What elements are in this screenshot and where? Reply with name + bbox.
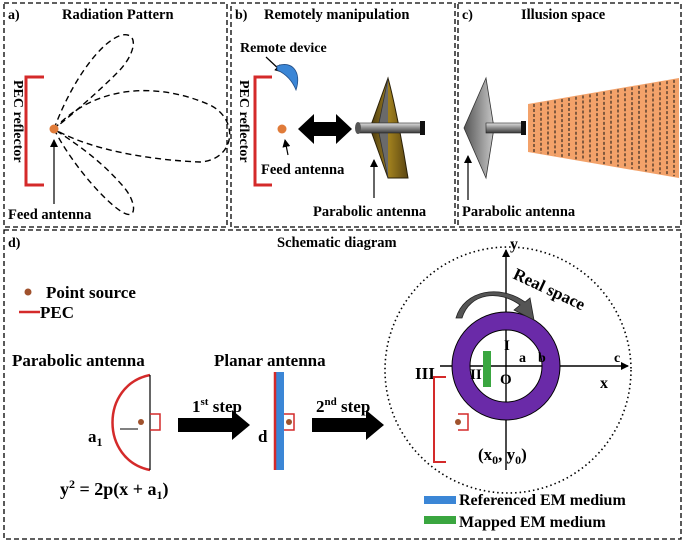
feed-antenna-source-b (277, 124, 287, 134)
panel-b-label: b) (235, 8, 248, 23)
feed-antenna-label: Feed antenna (8, 207, 92, 223)
real-space-boundary (384, 246, 632, 494)
panel-b: b) Remotely manipulation Remote device P… (230, 2, 456, 228)
panel-a: a) Radiation Pattern PEC reflector Feed … (3, 2, 231, 228)
label-d: d (258, 427, 268, 446)
panel-a-title: Radiation Pattern (62, 7, 174, 23)
parabolic-antenna-b (355, 76, 425, 179)
illusion-space-region (528, 78, 679, 178)
region-III: III (415, 364, 435, 383)
legend-referenced-icon (424, 496, 456, 504)
parabolic-antenna-label-b: Parabolic antenna (313, 204, 427, 220)
pec-reflector-label-b: PEC reflector (236, 80, 251, 163)
x-axis-label: x (600, 375, 608, 392)
legend-point-source-icon (24, 288, 32, 296)
point-source-planar (286, 419, 292, 425)
panel-c-title: Illusion space (521, 7, 606, 23)
referenced-em-medium-slab (275, 372, 284, 470)
point-source-parabolic (138, 419, 144, 425)
pec-reflector-bracket (24, 75, 44, 187)
origin-label: O (500, 372, 512, 388)
annular-ring-region (452, 312, 560, 420)
legend-mapped-icon (424, 516, 456, 524)
step1-label: 1st step (192, 396, 242, 416)
parabolic-antenna-c (463, 76, 526, 180)
coordinate-label: (x0, y0) (478, 445, 527, 467)
legend-pec: PEC (40, 303, 74, 322)
region-II: II (470, 367, 482, 383)
label-a1: a1 (88, 427, 103, 449)
parabola-equation: y2 = 2p(x + a1) (60, 477, 169, 502)
remote-device-label: Remote device (240, 41, 327, 56)
radius-c-label: c (614, 351, 620, 366)
planar-antenna-title: Planar antenna (214, 351, 326, 370)
panel-c: c) Illusion space Parabolic antenna (457, 2, 682, 228)
pec-reflector-label: PEC reflector (10, 80, 25, 163)
legend-point-source: Point source (46, 283, 136, 302)
region-I: I (504, 338, 510, 354)
step2-label: 2nd step (316, 396, 370, 416)
remote-device-icon (276, 64, 299, 92)
double-arrow-icon (298, 114, 352, 144)
feed-antenna-label-b: Feed antenna (261, 162, 345, 178)
step1-arrow (178, 410, 250, 440)
panel-c-label: c) (462, 8, 473, 23)
legend-mapped: Mapped EM medium (459, 514, 606, 531)
step2-arrow (312, 410, 384, 440)
parabolic-pec-curve (111, 373, 151, 472)
panel-a-label: a) (8, 8, 20, 23)
legend-referenced: Referenced EM medium (459, 492, 626, 509)
panel-d: d) Schematic diagram Point source PEC Pa… (3, 229, 682, 540)
panel-b-title: Remotely manipulation (264, 7, 409, 23)
radius-b-label: b (538, 351, 546, 366)
panel-d-title: Schematic diagram (277, 235, 397, 251)
point-source-real (455, 419, 461, 425)
parabolic-antenna-title: Parabolic antenna (12, 351, 145, 370)
radiation-lobes (52, 34, 231, 216)
parabolic-antenna-label-c: Parabolic antenna (462, 204, 576, 220)
pec-reflector-real (433, 376, 446, 463)
panel-d-label: d) (8, 236, 21, 251)
feed-antenna-source (49, 124, 59, 134)
radius-a-label: a (519, 351, 526, 366)
mapped-em-medium-slab (483, 351, 491, 387)
curved-arrow-icon (455, 291, 535, 321)
y-axis-label: y (510, 236, 518, 253)
pec-reflector-bracket-b (253, 75, 272, 187)
